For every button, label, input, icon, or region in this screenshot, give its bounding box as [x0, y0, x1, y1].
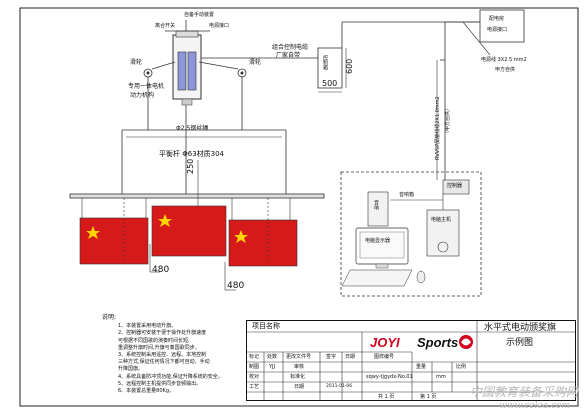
- watermark-cn: 中国教育装备采购网: [469, 385, 578, 399]
- computer-mouse: [416, 270, 426, 284]
- note-item: 升降国旗。: [118, 366, 144, 373]
- power-box-label-2: 电源接口: [487, 27, 508, 33]
- note-item: 3、系统控制采用遥控、远程、本地控制: [118, 352, 207, 359]
- flag-left: [79, 198, 149, 265]
- note-item: 6、本装置总重量80Kg。: [118, 388, 174, 395]
- project-name-label: 项目名称: [252, 322, 280, 330]
- design-label: 制图: [249, 364, 260, 370]
- row-label-mark: 标记: [249, 354, 260, 360]
- vertical-cable-label-2: （甲方自供）: [445, 105, 451, 136]
- row-label-count: 处数: [267, 354, 278, 360]
- brand-word: Sports: [417, 335, 459, 350]
- steel-cable: [121, 61, 287, 196]
- power-box-label-1: 配电房: [489, 16, 505, 22]
- note-item: 2、控制器可安装于便于操作处升旗速度: [118, 330, 207, 337]
- dimension-lines: [123, 160, 269, 291]
- drawing-no-label: 图样编号: [374, 354, 395, 360]
- note-item: 1、本装置采用电动升旗。: [118, 323, 177, 330]
- note-item: 5、远程控制主机提供同步音频输出。: [118, 380, 202, 387]
- processor-label: 控制器: [447, 183, 463, 189]
- drawing-frame: [19, 7, 579, 407]
- control-box-dims: [318, 48, 347, 93]
- sheet-no: 第 1 页: [420, 394, 437, 400]
- pulley-right: [237, 68, 247, 78]
- date-label: 日期: [294, 384, 305, 390]
- watermark-url: www.celea.com: [499, 401, 570, 411]
- motor-side-label-1: 专用一体电机: [128, 83, 165, 90]
- pulley-left-label: 滑轮: [130, 59, 143, 66]
- standard-label: 标准化: [290, 374, 306, 380]
- control-box: [317, 47, 343, 89]
- computer-monitor: [341, 227, 413, 287]
- design-value: YJJ: [269, 364, 276, 370]
- speaker-label: 音响: [373, 200, 379, 210]
- row-label-change: 更改文件号: [286, 354, 312, 360]
- weight-label: 重量: [416, 364, 427, 370]
- processor-box: [442, 179, 470, 195]
- dim-480-left-label: 480: [152, 265, 170, 275]
- audio-box-label: 音响箱: [399, 192, 415, 198]
- note-item: 可根据不同国歌的演奏时间长短,: [118, 337, 190, 344]
- dim-height-label: 600: [345, 58, 354, 74]
- host-box: [426, 209, 460, 257]
- craft-label: 工艺: [249, 384, 260, 390]
- dim-480-right-label: 480: [227, 281, 245, 291]
- monitor-label: 电脑显示器: [365, 238, 391, 244]
- motor-left-label: 离合开关: [155, 23, 176, 29]
- title-block-grid: [246, 320, 576, 401]
- date-value: 2011-01-06: [326, 384, 353, 389]
- control-cable-label-2: 厂家自带: [276, 52, 301, 59]
- notes-block: 说明: 1、本装置采用电动升旗。 2、控制器可安装于便于操作处升旗速度 可根据不…: [102, 314, 223, 395]
- review-label: 审核: [294, 364, 305, 370]
- vertical-cable-label-1: RVVSP屏蔽线缆2X1.0mm2: [435, 96, 441, 160]
- control-room-boundary: [340, 171, 482, 297]
- notes-title: 说明:: [102, 314, 117, 321]
- sheet-total: 共 1 页: [378, 394, 395, 400]
- control-cable: [201, 54, 319, 59]
- control-cable-label-1: 组合控制电缆: [272, 44, 309, 51]
- host-label: 电脑主机: [431, 217, 452, 223]
- drawing-title-2: 示例图: [506, 338, 534, 348]
- check-label: 校对: [249, 374, 260, 380]
- power-box: [479, 9, 525, 43]
- unit-value: mm: [436, 374, 446, 380]
- motor-unit: [165, 20, 210, 106]
- balance-rod: [69, 193, 325, 199]
- row-label-date: 日期: [345, 354, 356, 360]
- motor-right-label: 电源接口: [209, 23, 230, 29]
- row-label-sign: 签字: [326, 354, 337, 360]
- pulley-right-label: 滑轮: [249, 59, 262, 66]
- note-item: 三种方式,保证任何情况下都可自动、手动: [118, 359, 210, 366]
- motor-top-label: 自备手动装置: [184, 12, 215, 18]
- speaker-box: [367, 191, 389, 227]
- power-supply-label: 甲方自供: [495, 67, 516, 73]
- cable-label: Φ2.5钢丝绳: [176, 125, 209, 132]
- balance-rod-label: 平衡杆 Φ63材质304: [159, 150, 225, 158]
- dim-250-label: 250: [186, 158, 195, 174]
- drawing-title-1: 水平式电动颁奖旗: [484, 323, 557, 333]
- pulley-left: [143, 68, 153, 78]
- drawing-no-value: sqwy-tjgydx-No.01: [366, 374, 413, 380]
- title-block: [246, 320, 576, 401]
- scale-label: 比例: [456, 364, 467, 370]
- dim-width-label: 500: [322, 79, 338, 88]
- brand-name: JOYI: [370, 335, 400, 350]
- flag-center: [151, 205, 227, 257]
- power-spec-label: 电源线 3X2.5 mm2: [481, 57, 527, 63]
- control-box-label: 控制箱: [322, 55, 328, 70]
- note-item: 4、系统具备防冲顶功能,保证升降系统的安全。: [118, 373, 223, 380]
- flag-right: [228, 198, 298, 267]
- note-item: 重调整升旗时间,升旗与奏国歌同步。: [118, 344, 200, 351]
- motor-side-label-2: 动力机构: [130, 92, 155, 99]
